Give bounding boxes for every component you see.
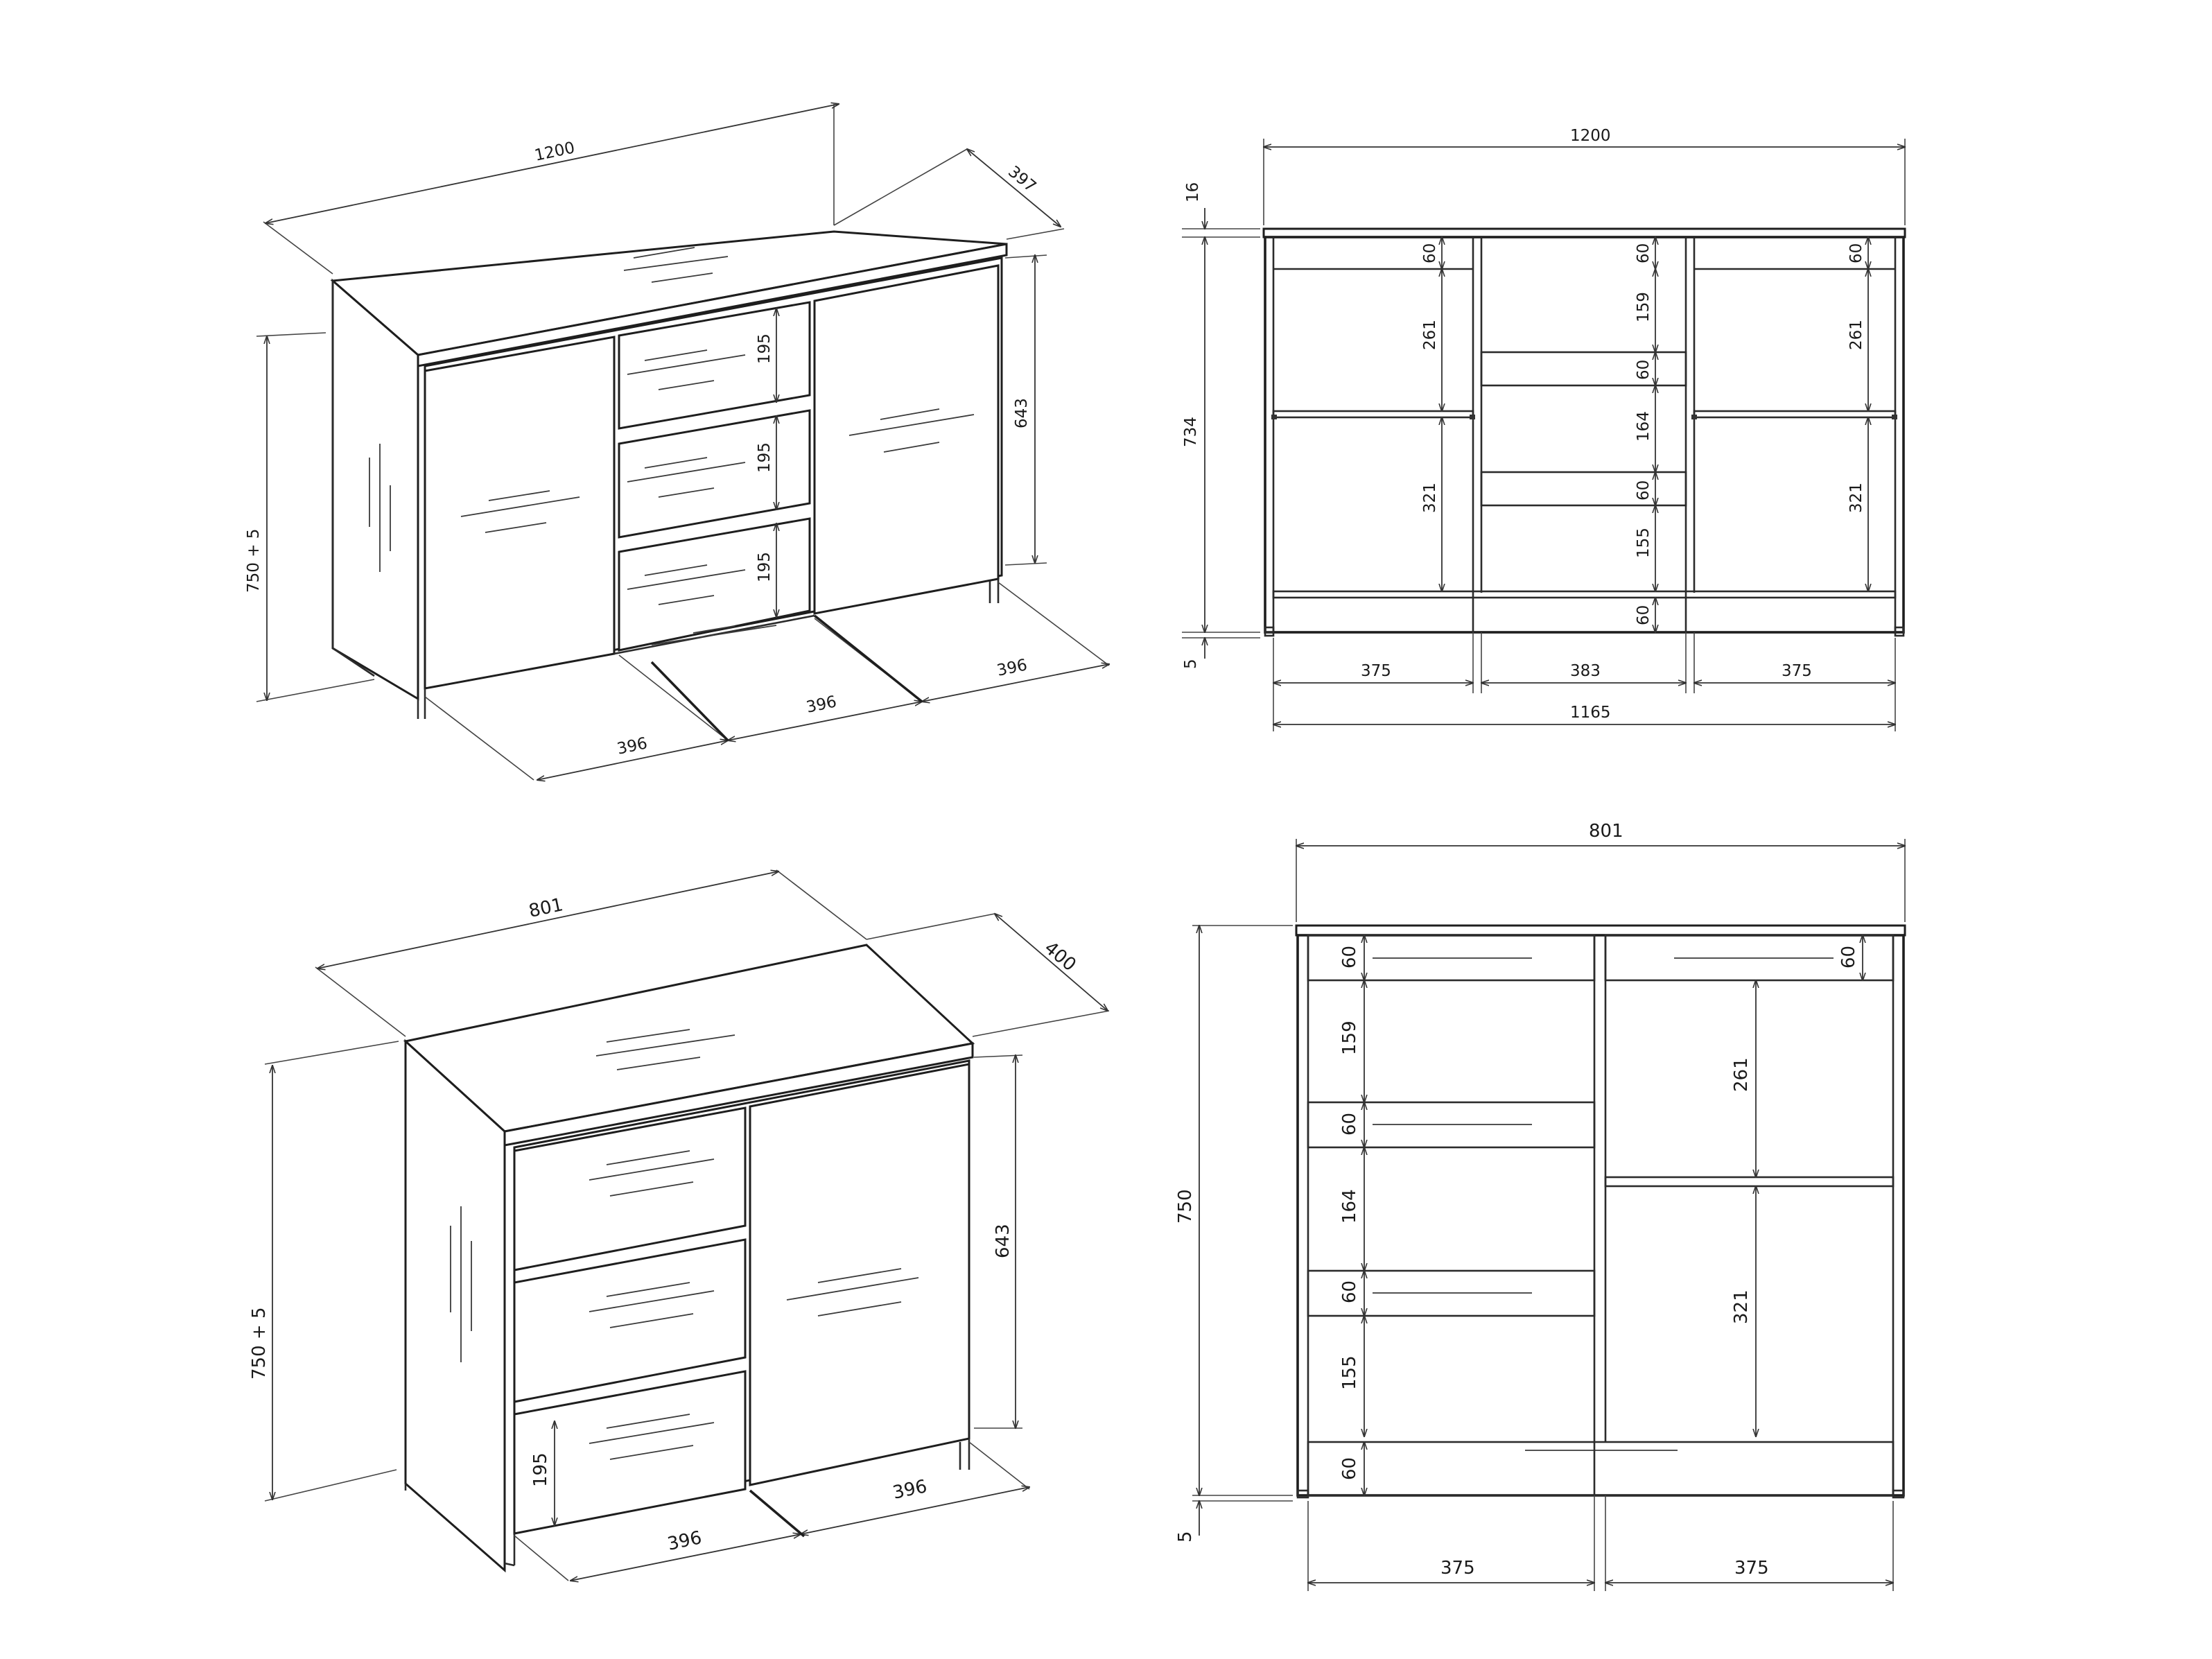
iso-small-module-2-label: 396 [891, 1476, 929, 1504]
iso-large-width-label: 1200 [533, 139, 577, 165]
iso-large-module-1-label: 396 [616, 734, 649, 758]
front-small-right-rail-label: 60 [1838, 946, 1859, 969]
front-large-right-lower-label: 321 [1847, 483, 1865, 513]
surface-hatch [369, 247, 975, 645]
front-small-leg-height-label: 5 [1175, 1531, 1196, 1543]
front-large-inner-width-label: 1165 [1570, 704, 1611, 722]
front-small-right-lower-label: 321 [1731, 1289, 1752, 1324]
iso-large-height-label: 750 + 5 [245, 529, 263, 593]
iso-small-view: 801 400 750 + 5 643 195 396 396 [249, 869, 1109, 1581]
iso-large-drawer-3-label: 195 [756, 552, 774, 582]
iso-large-drawer-2-label: 195 [756, 442, 774, 473]
front-large-right-upper-label: 261 [1847, 320, 1865, 350]
front-small-left-rail-2-label: 60 [1339, 1113, 1360, 1136]
front-small-left-drawer-3-label: 155 [1339, 1355, 1360, 1390]
front-small-width-label: 801 [1589, 821, 1623, 842]
iso-large-drawer-1-label: 195 [756, 333, 774, 364]
iso-large-module-3-label: 396 [995, 656, 1029, 680]
front-large-mid-rail-4-label: 60 [1635, 605, 1653, 625]
iso-large-view: 1200 397 750 + 5 643 195 195 195 396 3 [245, 104, 1109, 780]
iso-small-door-height-label: 643 [993, 1224, 1013, 1258]
front-large-left-rail-label: 60 [1421, 243, 1439, 263]
front-large-mid-rail-1-label: 60 [1635, 243, 1653, 263]
front-large-mid-drawer-3-label: 155 [1635, 528, 1653, 558]
front-small-right-upper-label: 261 [1731, 1057, 1752, 1092]
iso-large-door-height-label: 643 [1013, 398, 1031, 428]
front-small-bay-2-label: 375 [1734, 1558, 1769, 1579]
front-small-left-drawer-1-label: 159 [1339, 1020, 1360, 1055]
front-small-body-height-label: 750 [1175, 1189, 1196, 1224]
front-large-view: 1200 16 734 5 60 261 321 60 159 60 164 6… [1182, 127, 1906, 731]
iso-small-drawer-label: 195 [530, 1452, 551, 1487]
front-small-bay-1-label: 375 [1440, 1558, 1475, 1579]
front-large-body-height-label: 734 [1182, 417, 1200, 447]
front-large-leg-height-label: 5 [1182, 659, 1200, 669]
front-large-left-upper-label: 261 [1421, 320, 1439, 350]
front-large-left-lower-label: 321 [1421, 483, 1439, 513]
front-large-bay-3-label: 375 [1782, 662, 1812, 680]
front-large-bay-2-label: 383 [1570, 662, 1601, 680]
front-large-mid-drawer-1-label: 159 [1635, 292, 1653, 322]
front-large-mid-rail-3-label: 60 [1635, 480, 1653, 501]
iso-small-height-label: 750 + 5 [249, 1308, 270, 1380]
iso-large-module-2-label: 396 [805, 693, 838, 717]
front-large-mid-rail-2-label: 60 [1635, 360, 1653, 380]
surface-hatch-small [450, 1029, 919, 1460]
front-small-left-rail-1-label: 60 [1339, 946, 1360, 969]
iso-large-depth-label: 397 [1004, 163, 1039, 196]
front-large-top-thickness-label: 16 [1184, 182, 1202, 202]
front-small-view: 801 750 5 60 159 60 164 60 155 60 60 261… [1175, 821, 1906, 1591]
iso-small-module-1-label: 396 [665, 1527, 704, 1555]
front-small-left-rail-4-label: 60 [1339, 1457, 1360, 1480]
front-large-mid-drawer-2-label: 164 [1635, 411, 1653, 442]
front-small-left-rail-3-label: 60 [1339, 1280, 1360, 1303]
front-large-bay-1-label: 375 [1361, 662, 1391, 680]
front-large-right-rail-label: 60 [1847, 243, 1865, 263]
iso-small-depth-label: 400 [1040, 937, 1080, 975]
front-large-width-label: 1200 [1570, 127, 1611, 145]
front-small-left-drawer-2-label: 164 [1339, 1189, 1360, 1224]
